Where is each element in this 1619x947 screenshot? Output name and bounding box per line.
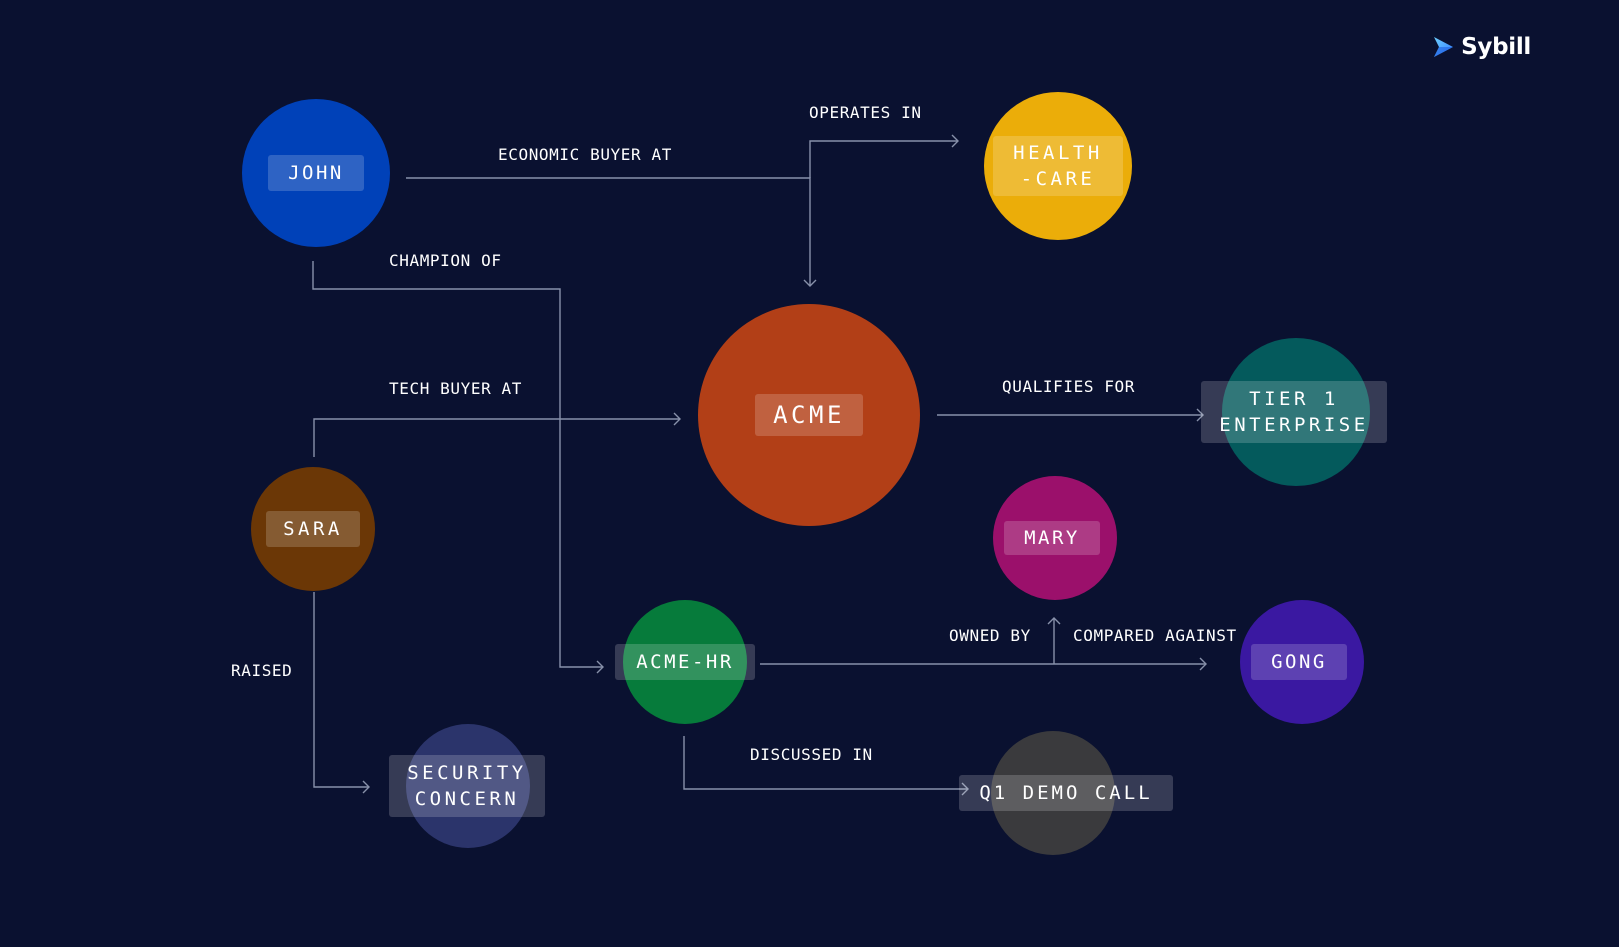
node-label: ACME-HR [636,651,734,673]
node-label: Q1 DEMO CALL [979,782,1152,804]
node-circle[interactable] [1222,338,1370,486]
node-circle[interactable] [406,724,530,848]
node-label: SECURITY [407,762,527,784]
edge-label: CHAMPION OF [389,251,502,270]
edge-label: TECH BUYER AT [389,379,522,398]
node-label-box [615,644,755,680]
edge-discussed-in: DISCUSSED IN [683,736,969,796]
node-circle[interactable] [984,92,1132,240]
node-label-box [1004,521,1100,555]
edge-champion-of: CHAMPION OF [312,251,604,674]
edge-qualifies-for: QUALIFIES FOR [937,377,1204,422]
node-acme[interactable]: ACME [698,304,920,526]
arrowhead-icon [951,134,959,148]
node-label: SARA [283,518,343,540]
node-label-box [959,775,1173,811]
node-label-box [389,755,545,817]
edge-line [313,592,369,788]
node-healthcare[interactable]: HEALTH -CARE [984,92,1132,240]
edges-layer: ECONOMIC BUYER AT OPERATES IN CHAMPION OF T… [231,103,1237,796]
node-label: HEALTH [1013,142,1103,164]
node-sara[interactable]: SARA [251,467,375,591]
edge-raised: RAISED [231,592,370,794]
node-circle[interactable] [993,476,1117,600]
node-security[interactable]: SECURITY CONCERN [389,724,545,848]
node-circle[interactable] [623,600,747,724]
arrowhead-icon [596,660,604,674]
node-acmehr[interactable]: ACME-HR [615,600,755,724]
edge-line [312,261,603,668]
node-label: -CARE [1021,168,1096,190]
arrowhead-icon [1199,657,1207,671]
node-john[interactable]: JOHN [242,99,390,247]
node-circle[interactable] [242,99,390,247]
edge-compared-against: COMPARED AGAINST [760,626,1237,671]
edge-owned-by: OWNED BY [949,617,1061,664]
edge-label: OPERATES IN [809,103,922,122]
node-label-box [755,394,863,436]
node-label: TIER 1 [1249,388,1339,410]
brand-name: Sybill [1461,34,1531,60]
node-circle[interactable] [251,467,375,591]
node-label: CONCERN [415,788,520,810]
node-label-box [1251,644,1347,680]
node-label: GONG [1271,651,1327,673]
edge-operates-in: OPERATES IN [809,103,959,178]
node-q1demo[interactable]: Q1 DEMO CALL [959,731,1173,855]
edge-label: DISCUSSED IN [750,745,873,764]
node-gong[interactable]: GONG [1240,600,1364,724]
node-circle[interactable] [1240,600,1364,724]
node-label: ACME [773,401,845,429]
node-label-box [993,136,1123,196]
arrowhead-icon [803,279,817,287]
arrowhead-icon [1196,408,1204,422]
edge-line [313,418,680,457]
arrowhead-icon [961,782,969,796]
node-label-box [268,155,364,191]
arrowhead-icon [673,412,681,426]
node-label-box [266,511,360,547]
edge-label: ECONOMIC BUYER AT [498,145,672,164]
edge-label: OWNED BY [949,626,1031,645]
edge-label: RAISED [231,661,292,680]
edge-label: QUALIFIES FOR [1002,377,1135,396]
arrowhead-icon [1047,617,1061,625]
sybill-logo-icon [1434,37,1454,57]
nodes-layer: JOHN HEALTH -CARE ACME TIER 1 ENTERPRISE SARA M… [242,92,1387,855]
brand-logo: Sybill [1431,34,1531,60]
edge-label: COMPARED AGAINST [1073,626,1237,645]
node-circle[interactable] [698,304,920,526]
node-label: JOHN [288,162,344,184]
node-label: MARY [1024,527,1080,549]
edge-line [683,736,968,790]
node-label: ENTERPRISE [1219,414,1368,436]
node-mary[interactable]: MARY [993,476,1117,600]
arrowhead-icon [362,780,370,794]
edge-tech-buyer-at: TECH BUYER AT [313,379,681,457]
node-label-box [1201,381,1387,443]
node-circle[interactable] [991,731,1115,855]
node-tier1[interactable]: TIER 1 ENTERPRISE [1201,338,1387,486]
edge-line [809,140,958,178]
